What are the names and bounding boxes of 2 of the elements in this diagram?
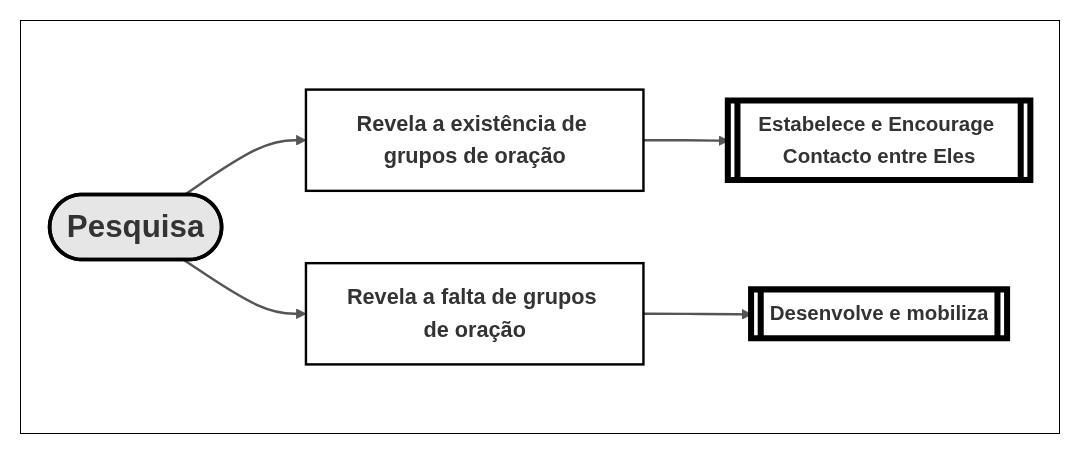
- node-box: Revela a falta de grupos de oração: [304, 261, 645, 366]
- node-box: Revela a existência de grupos de oração: [304, 88, 645, 193]
